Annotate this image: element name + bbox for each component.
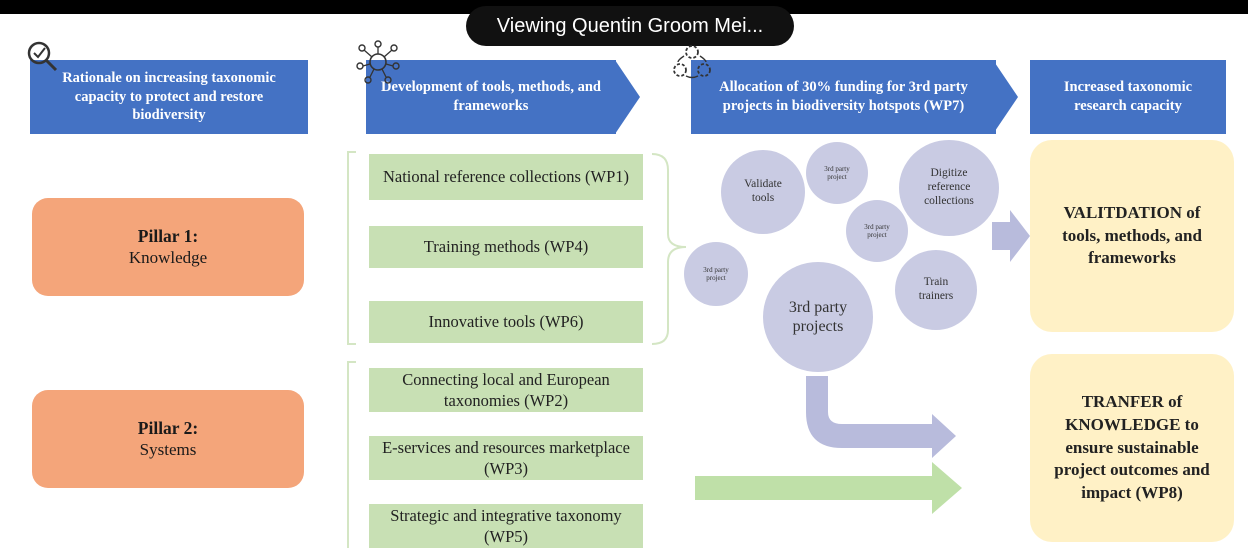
- bubble-3rd-party-projects: 3rd party projects: [763, 262, 873, 372]
- wp-3-label: E-services and resources marketplace (WP…: [382, 437, 630, 478]
- bubble-train-trainers-label: Train trainers: [918, 276, 954, 302]
- header-allocation-text: Allocation of 30% funding for 3rd party …: [719, 79, 968, 114]
- wp-5-label: Strategic and integrative taxonomy (WP5): [390, 505, 622, 546]
- wp-training-methods: Training methods (WP4): [369, 226, 643, 268]
- gears-cycle-icon: [673, 45, 711, 79]
- bubble-train-trainers: Train trainers: [895, 250, 977, 330]
- header-increased-capacity: Increased taxonomic research capacity: [1030, 60, 1226, 134]
- viewing-label: Viewing Quentin Groom Mei...: [496, 14, 764, 37]
- header-increased-capacity-text: Increased taxonomic research capacity: [1063, 79, 1193, 114]
- bubble-3rd-party-project-1-label: 3rd party project: [824, 164, 850, 181]
- bubble-digitize-collections-label: Digitize reference collections: [924, 167, 974, 207]
- bubble-validate-tools: Validate tools: [721, 150, 805, 234]
- header-rationale: Rationale on increasing taxonomic capaci…: [30, 60, 308, 134]
- pillar-knowledge-title: Pillar 1:: [137, 225, 199, 246]
- pillar-knowledge: Pillar 1: Knowledge: [32, 198, 304, 296]
- bubble-3rd-party-project-2: 3rd party project: [846, 200, 908, 262]
- header-allocation: Allocation of 30% funding for 3rd party …: [691, 60, 996, 134]
- wp-strategic-taxonomy: Strategic and integrative taxonomy (WP5): [369, 504, 643, 548]
- network-brain-icon: [356, 40, 400, 84]
- wp-national-reference-collections: National reference collections (WP1): [369, 154, 643, 200]
- wp-1-label: National reference collections (WP1): [382, 167, 629, 187]
- pillar-systems-title: Pillar 2:: [137, 417, 199, 438]
- bracket-left-bottom: [347, 361, 356, 548]
- bubble-3rd-party-projects-label: 3rd party projects: [788, 298, 848, 335]
- wp-e-services-marketplace: E-services and resources marketplace (WP…: [369, 436, 643, 480]
- viewing-indicator[interactable]: Viewing Quentin Groom Mei...: [466, 6, 794, 46]
- magnifier-check-icon: [27, 41, 58, 72]
- bubble-digitize-collections: Digitize reference collections: [899, 140, 999, 236]
- arrow-to-transfer-green: [695, 462, 962, 514]
- bubble-3rd-party-project-1: 3rd party project: [806, 142, 868, 204]
- result-transfer-knowledge: TRANFER of KNOWLEDGE to ensure sustainab…: [1030, 354, 1234, 542]
- header-development: Development of tools, methods, and frame…: [366, 60, 616, 134]
- result-validation: VALITDATION of tools, methods, and frame…: [1030, 140, 1234, 332]
- wp-2-label: Connecting local and European taxonomies…: [402, 369, 610, 410]
- pillar-knowledge-subtitle: Knowledge: [128, 248, 208, 268]
- wp-6-label: Innovative tools (WP6): [428, 312, 584, 332]
- result-validation-text: VALITDATION of tools, methods, and frame…: [1062, 202, 1202, 268]
- pillar-systems-subtitle: Systems: [139, 440, 197, 460]
- wp-4-label: Training methods (WP4): [423, 237, 589, 257]
- bracket-left-top: [347, 151, 356, 345]
- pillar-systems: Pillar 2: Systems: [32, 390, 304, 488]
- arrow-to-transfer-lavender: [806, 376, 956, 458]
- bubble-validate-tools-label: Validate tools: [744, 178, 782, 204]
- header-development-text: Development of tools, methods, and frame…: [381, 79, 601, 114]
- bracket-right-top: [651, 153, 687, 345]
- bubble-3rd-party-project-3-label: 3rd party project: [703, 265, 729, 282]
- bubble-3rd-party-project-3: 3rd party project: [684, 242, 748, 306]
- header-rationale-text: Rationale on increasing taxonomic capaci…: [62, 69, 276, 124]
- result-transfer-knowledge-text: TRANFER of KNOWLEDGE to ensure sustainab…: [1054, 391, 1210, 503]
- arrow-to-validation: [992, 210, 1030, 262]
- wp-connecting-taxonomies: Connecting local and European taxonomies…: [369, 368, 643, 412]
- bubble-3rd-party-project-2-label: 3rd party project: [864, 222, 890, 239]
- wp-innovative-tools: Innovative tools (WP6): [369, 301, 643, 343]
